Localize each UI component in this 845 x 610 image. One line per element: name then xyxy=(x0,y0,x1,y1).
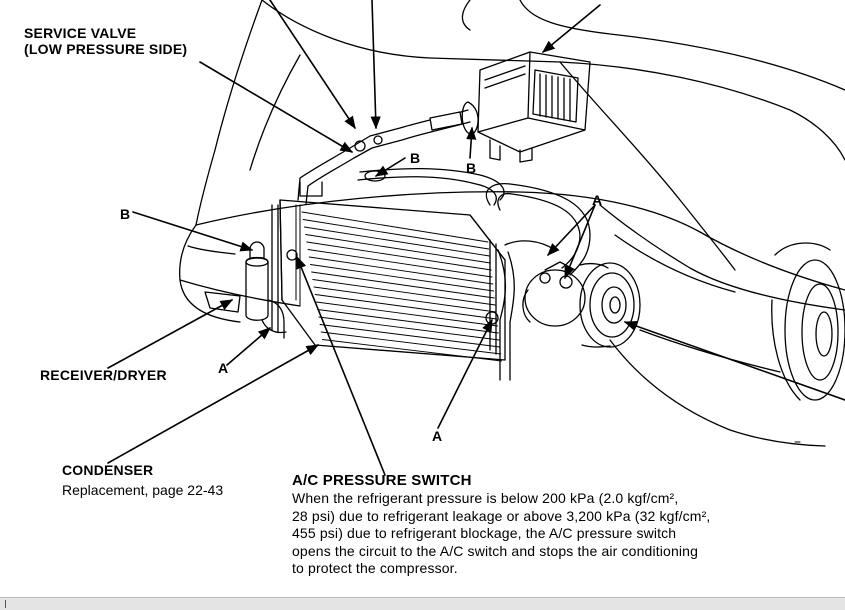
condenser-fin xyxy=(318,316,500,341)
condenser-fin xyxy=(306,241,492,271)
evaporator-icon xyxy=(461,51,591,163)
condenser-fin xyxy=(305,234,491,264)
refrigerant-lines-icon xyxy=(297,109,591,381)
condenser-fin xyxy=(313,286,497,313)
horizontal-scrollbar[interactable] xyxy=(0,597,845,610)
label-b-lower: B xyxy=(466,160,477,176)
condenser-fin xyxy=(308,256,494,285)
condenser-fin xyxy=(315,301,499,327)
label-a-right: A xyxy=(592,192,603,208)
description-line: opens the circuit to the A/C switch and … xyxy=(292,542,699,559)
label-a-bottom: A xyxy=(432,428,443,444)
receiver-dryer-label: RECEIVER/DRYER xyxy=(40,367,167,383)
condenser-fin xyxy=(321,339,503,362)
service-valve-subtitle: (LOW PRESSURE SIDE) xyxy=(24,41,188,57)
condenser-fin xyxy=(303,226,491,257)
condenser-fin xyxy=(307,249,493,278)
service-valve-label: SERVICE VALVE (LOW PRESSURE SIDE) xyxy=(24,25,187,57)
label-b-upper: B xyxy=(410,150,421,166)
pressure-switch-title: A/C PRESSURE SWITCH xyxy=(292,472,472,489)
service-valve-title: SERVICE VALVE xyxy=(24,25,137,41)
condenser-label: CONDENSER xyxy=(62,462,154,478)
condenser-fin xyxy=(320,331,502,355)
condenser-fin xyxy=(312,279,496,306)
condenser-icon xyxy=(271,181,506,362)
condenser-fin xyxy=(311,271,495,299)
condenser-fin xyxy=(309,264,495,292)
condenser-fin xyxy=(302,219,490,250)
condenser-fin xyxy=(314,294,498,320)
label-a-left: A xyxy=(218,360,229,376)
leader-lines xyxy=(107,0,845,476)
description-line: 455 psi) due to refrigerant blockage, th… xyxy=(292,525,677,542)
receiver-dryer-icon xyxy=(245,241,287,339)
description-line: When the refrigerant pressure is below 2… xyxy=(292,490,679,506)
description-line: to protect the compressor. xyxy=(292,560,458,577)
car-body-icon xyxy=(179,0,845,447)
condenser-fin xyxy=(301,211,489,243)
condenser-fin xyxy=(319,324,501,348)
condenser-note: Replacement, page 22-43 xyxy=(62,482,224,498)
scrollbar-tick xyxy=(5,600,6,608)
description-line: 28 psi) due to refrigerant leakage or ab… xyxy=(292,507,711,524)
compressor-icon xyxy=(522,261,641,348)
condenser-fin xyxy=(317,309,499,334)
pressure-switch-description: When the refrigerant pressure is below 2… xyxy=(292,490,812,578)
label-b-left: B xyxy=(120,206,131,222)
